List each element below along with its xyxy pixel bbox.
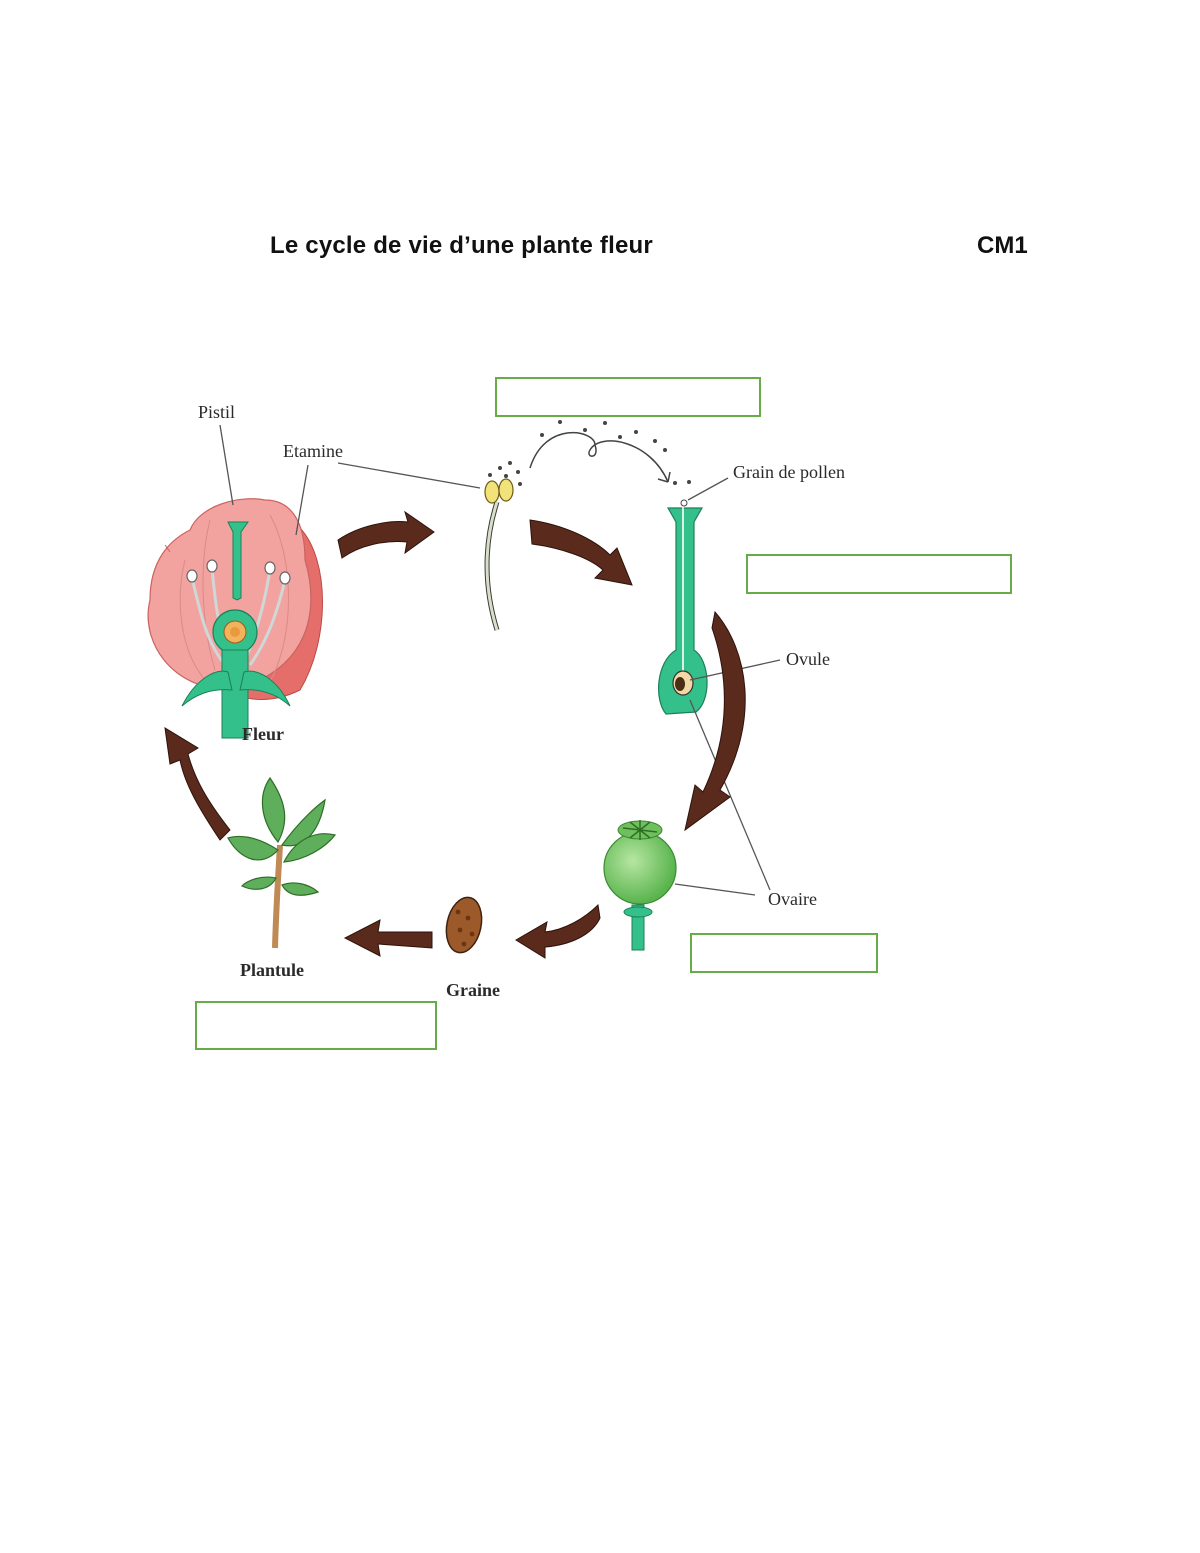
answer-box-germination[interactable] (195, 1001, 437, 1050)
ovary-fruit-illustration (603, 820, 677, 951)
seedling-illustration (227, 776, 337, 949)
stamen-illustration (484, 461, 522, 631)
seed-illustration (445, 896, 483, 954)
answer-box-pollination[interactable] (495, 377, 761, 417)
label-pistil: Pistil (198, 402, 235, 422)
class-level: CM1 (977, 232, 1028, 259)
pistil-illustration (658, 499, 708, 715)
label-grain-de-pollen: Grain de pollen (733, 462, 845, 482)
pollen-flight-arrow (529, 420, 691, 485)
label-graine: Graine (446, 980, 500, 1000)
flower-pointers (219, 424, 481, 536)
flower-illustration (147, 498, 323, 739)
page-title: Le cycle de vie d’une plante fleur (270, 232, 653, 259)
label-fleur: Fleur (242, 724, 284, 744)
label-ovule: Ovule (786, 649, 830, 669)
ovaire-pointer (674, 883, 756, 896)
label-etamine: Etamine (283, 441, 343, 461)
label-plantule: Plantule (240, 960, 304, 980)
answer-box-fruit[interactable] (690, 933, 878, 973)
label-ovaire: Ovaire (768, 889, 817, 909)
cycle-arrows (164, 510, 746, 959)
answer-box-fertilization[interactable] (746, 554, 1012, 594)
